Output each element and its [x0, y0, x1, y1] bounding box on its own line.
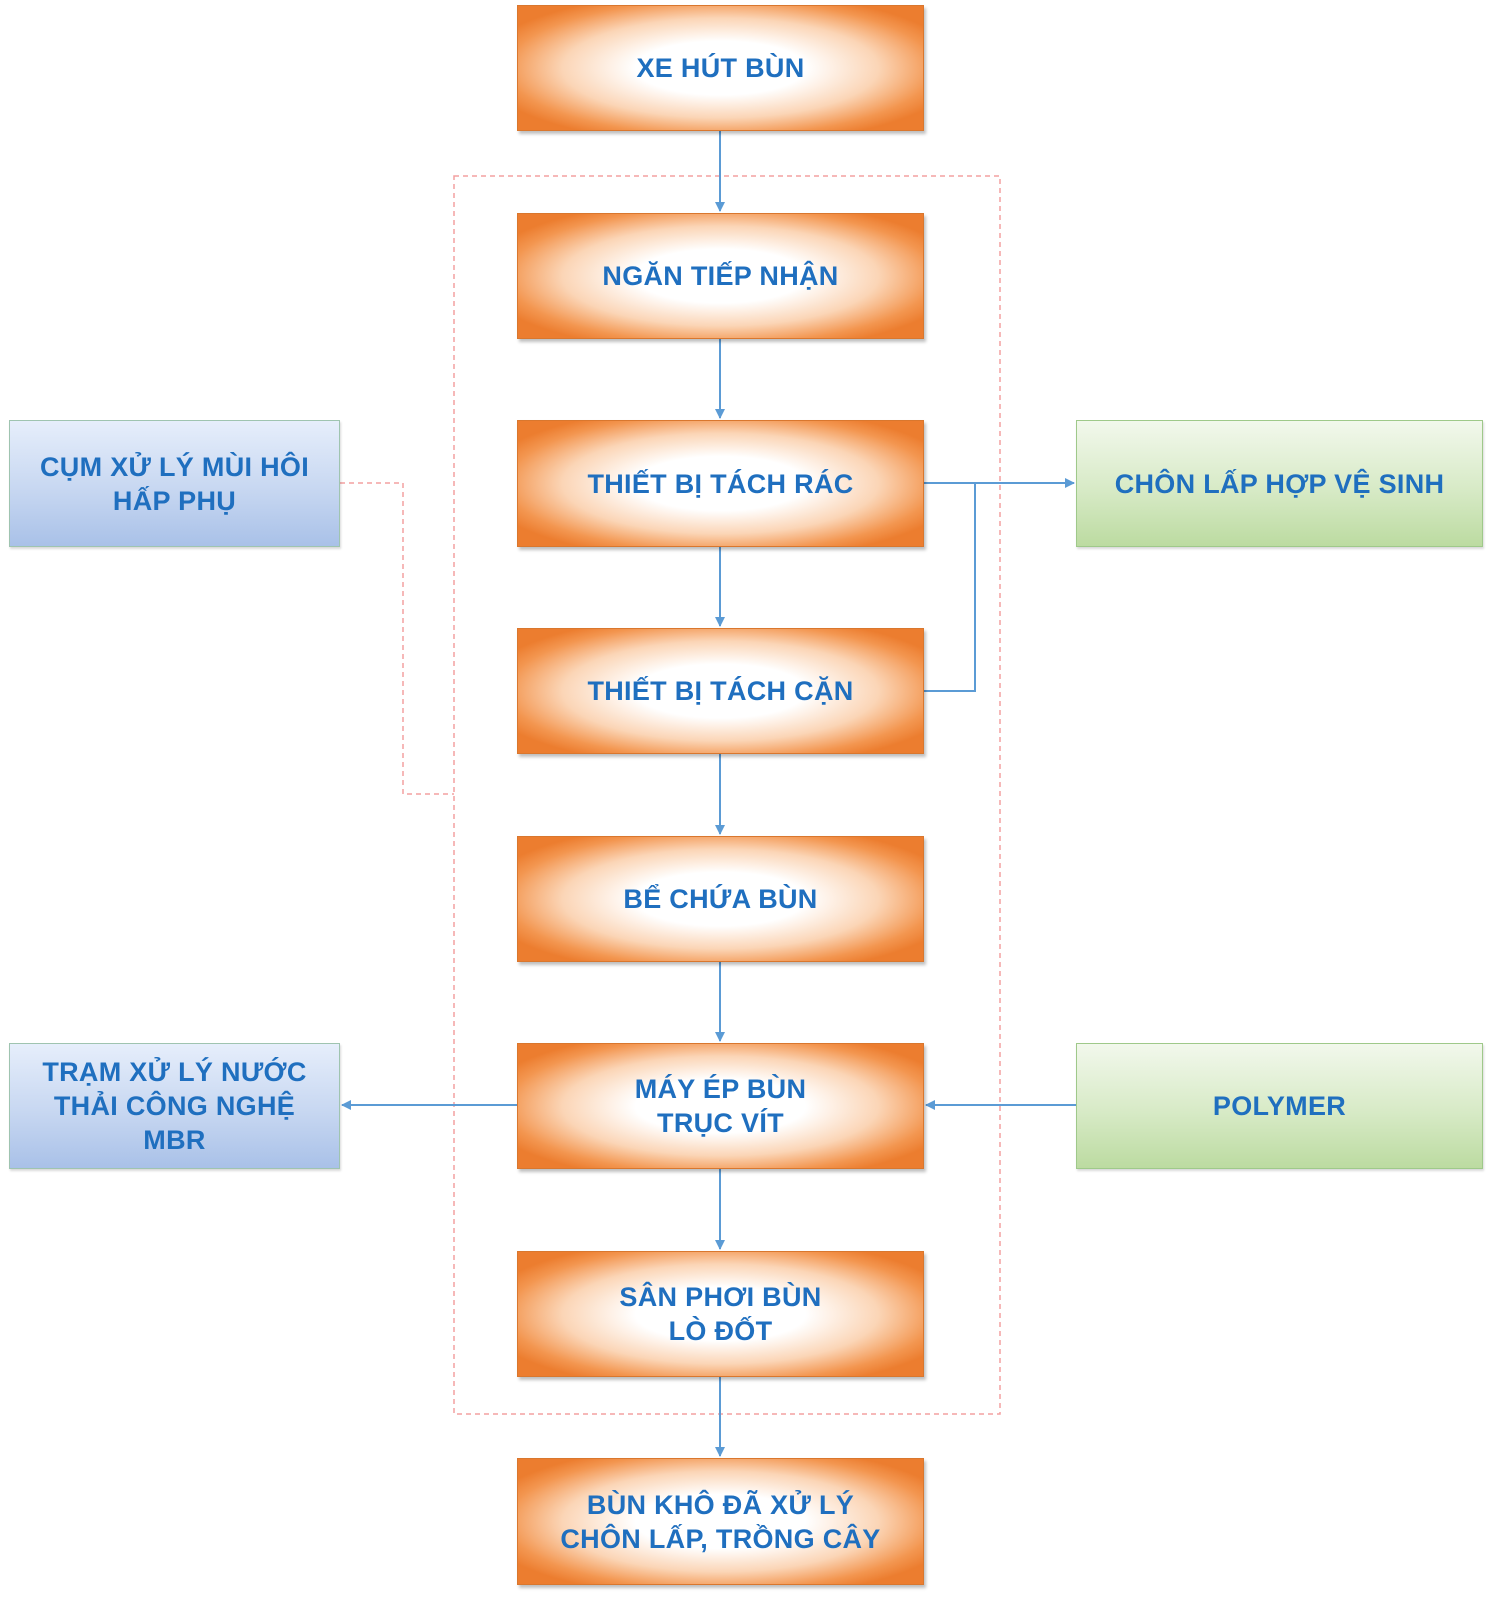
- box-bun-kho: BÙN KHÔ ĐÃ XỬ LÝ CHÔN LẤP, TRỒNG CÂY: [517, 1458, 924, 1585]
- box-tram-xu-ly-nuoc-thai: TRẠM XỬ LÝ NƯỚC THẢI CÔNG NGHỆ MBR: [9, 1043, 340, 1169]
- box-thiet-bi-tach-rac: THIẾT BỊ TÁCH RÁC: [517, 420, 924, 547]
- box-label-line: CHÔN LẤP HỢP VỆ SINH: [1114, 468, 1445, 499]
- odor-link-dashed: [340, 482, 454, 795]
- box-cum-xu-ly-mui-hoi: CỤM XỬ LÝ MÙI HÔI HẤP PHỤ: [9, 420, 340, 547]
- box-label-line: SÂN PHƠI BÙN: [619, 1282, 822, 1312]
- box-label-line: MBR: [143, 1125, 206, 1155]
- box-label-line: THIẾT BỊ TÁCH CẶN: [587, 676, 854, 706]
- box-label-line: BỂ CHỨA BÙN: [623, 884, 818, 914]
- box-label-line: TRẠM XỬ LÝ NƯỚC: [42, 1057, 307, 1087]
- box-label-line: THẢI CÔNG NGHỆ: [53, 1091, 296, 1121]
- box-san-phoi-bun: SÂN PHƠI BÙN LÒ ĐỐT: [517, 1251, 924, 1377]
- box-be-chua-bun: BỂ CHỨA BÙN: [517, 836, 924, 962]
- box-label-line: MÁY ÉP BÙN: [634, 1074, 807, 1104]
- box-label-line: NGĂN TIẾP NHẬN: [602, 261, 839, 291]
- box-label-line: HẤP PHỤ: [112, 485, 237, 516]
- box-label-line: TRỤC VÍT: [657, 1108, 784, 1138]
- box-label-line: POLYMER: [1212, 1091, 1347, 1121]
- box-label-line: BÙN KHÔ ĐÃ XỬ LÝ: [586, 1489, 855, 1520]
- box-ngan-tiep-nhan: NGĂN TIẾP NHẬN: [517, 213, 924, 339]
- line-can-to-chon-lap: [924, 483, 976, 692]
- box-label-line: CHÔN LẤP, TRỒNG CÂY: [560, 1523, 881, 1554]
- box-polymer: POLYMER: [1076, 1043, 1483, 1169]
- box-label-line: LÒ ĐỐT: [668, 1316, 773, 1346]
- box-chon-lap-hop-ve-sinh: CHÔN LẤP HỢP VỆ SINH: [1076, 420, 1483, 547]
- box-label-line: CỤM XỬ LÝ MÙI HÔI: [40, 451, 309, 482]
- treatment-enclosure: [453, 175, 1001, 1415]
- box-may-ep-bun: MÁY ÉP BÙN TRỤC VÍT: [517, 1043, 924, 1169]
- box-thiet-bi-tach-can: THIẾT BỊ TÁCH CẶN: [517, 628, 924, 754]
- box-xe-hut-bun: XE HÚT BÙN: [517, 5, 924, 131]
- box-label-line: THIẾT BỊ TÁCH RÁC: [587, 468, 854, 499]
- box-label-line: XE HÚT BÙN: [636, 53, 805, 83]
